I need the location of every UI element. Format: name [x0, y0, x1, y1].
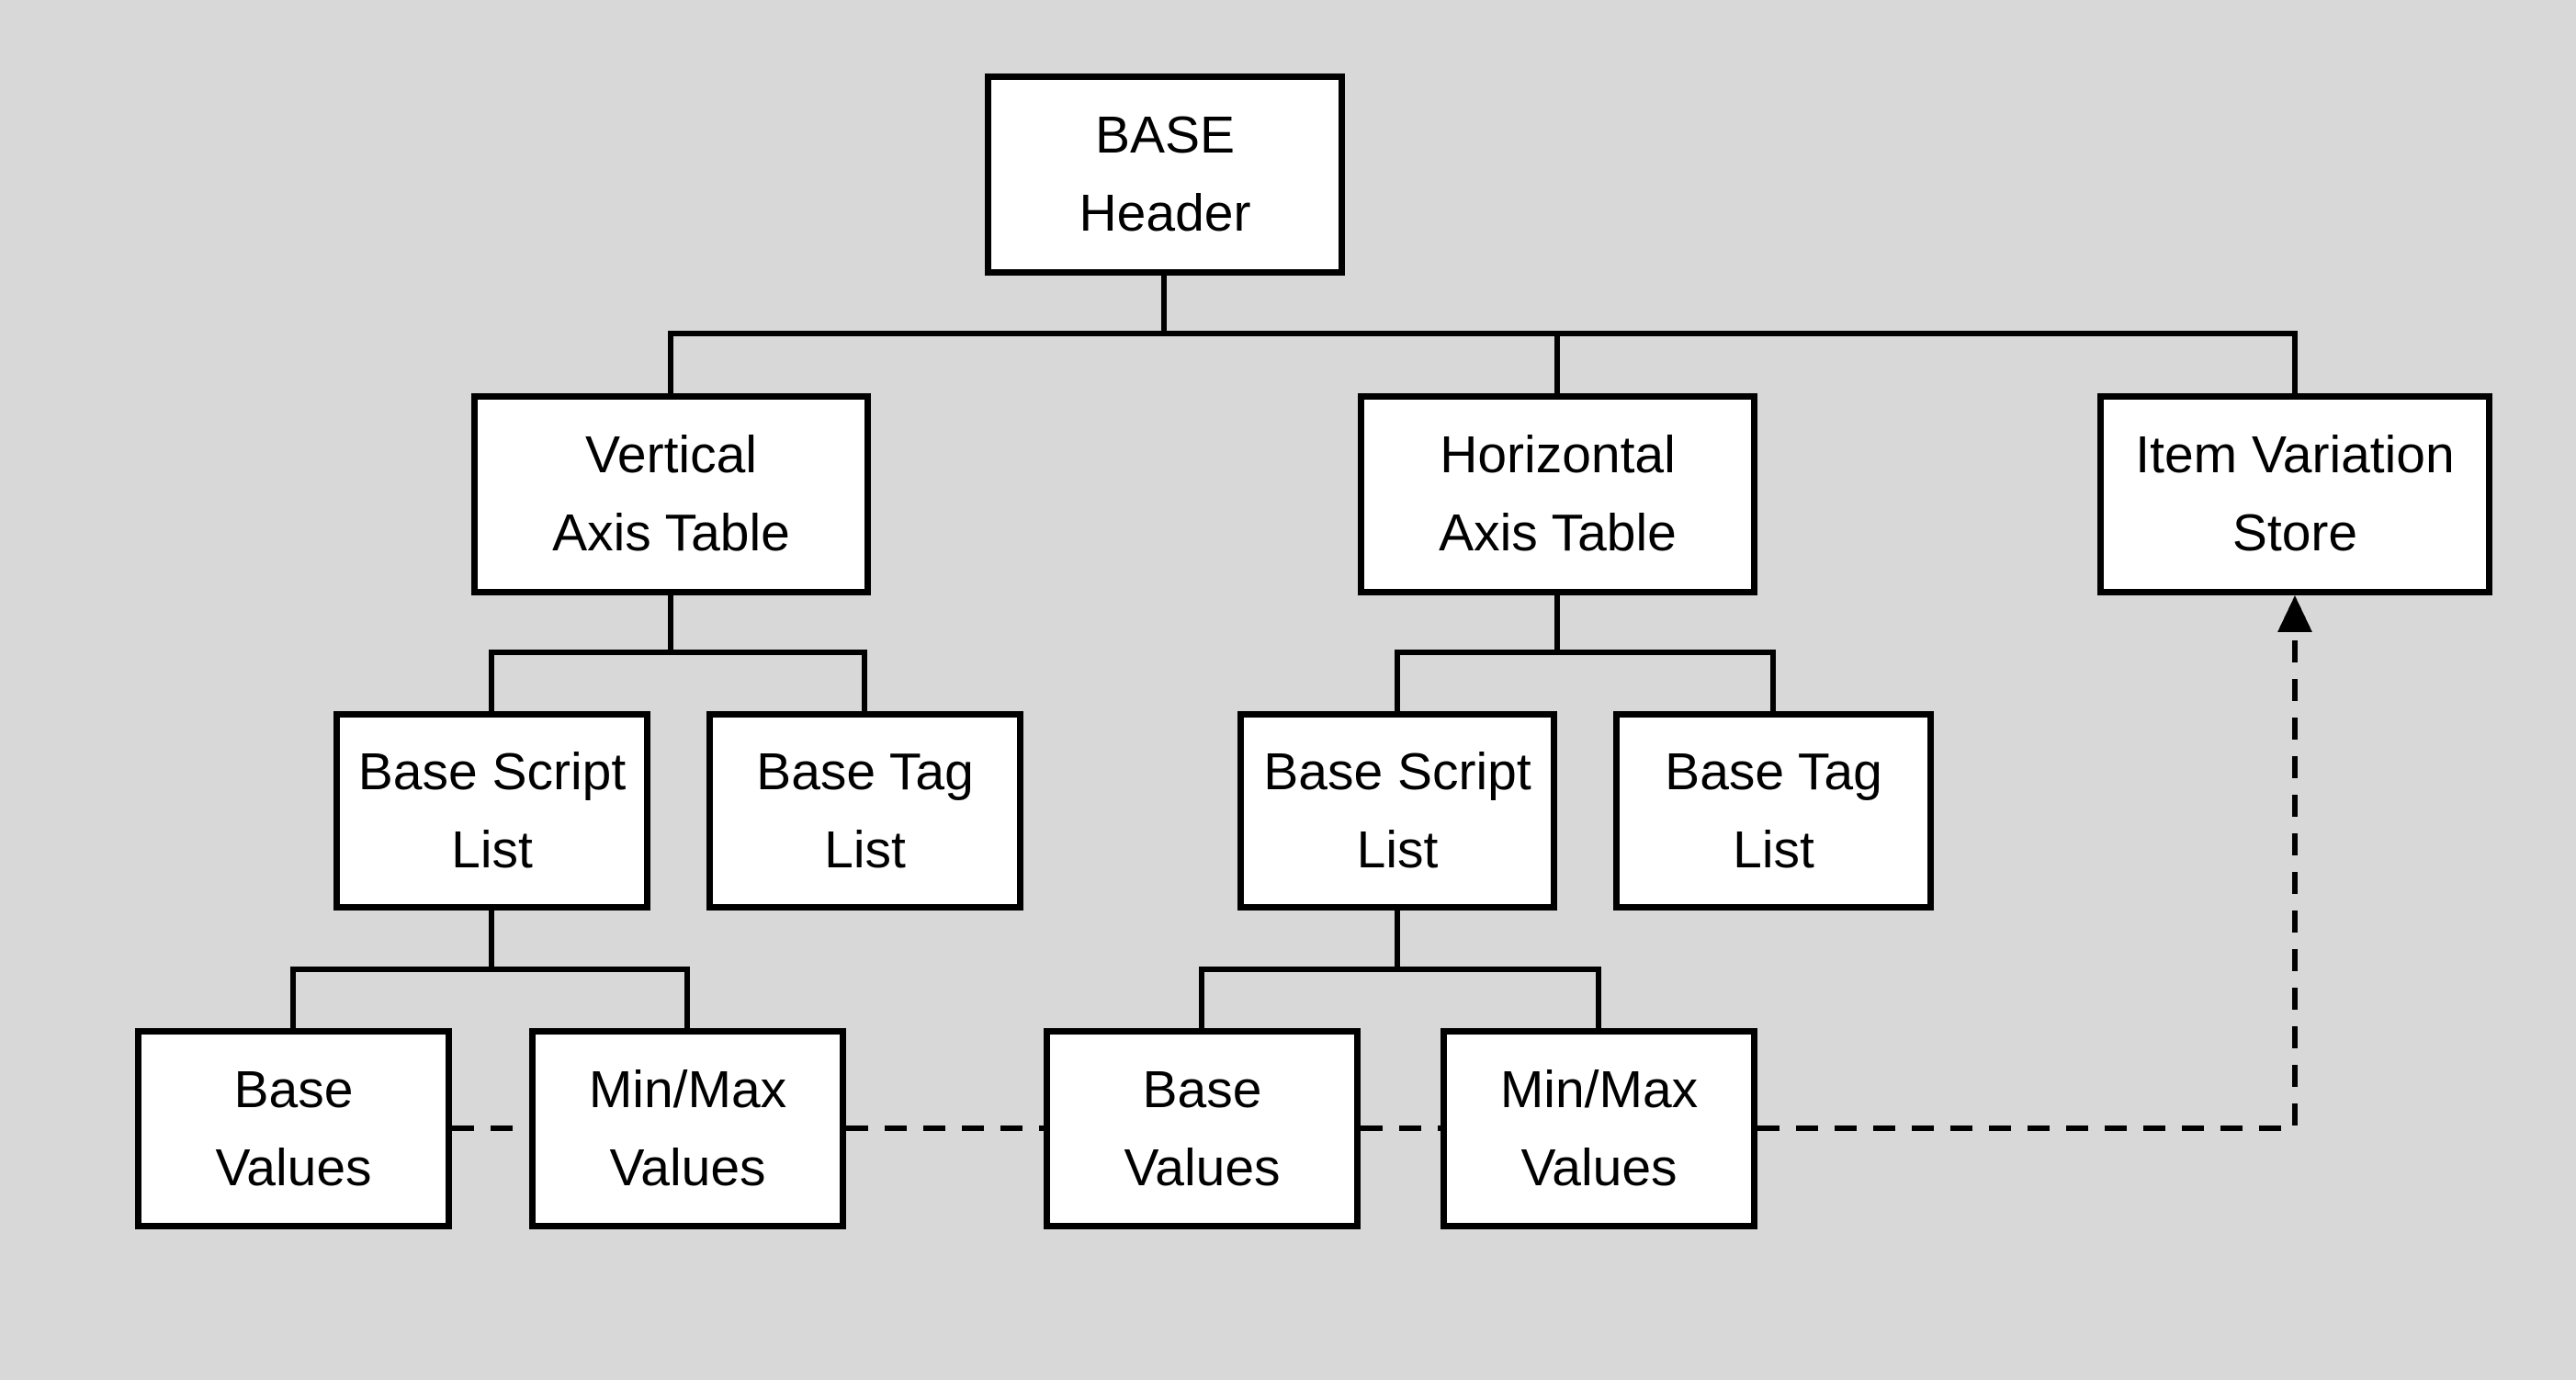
node-label-line1: Base Script: [1263, 741, 1531, 801]
node-horizontal-axis-table: Horizontal Axis Table: [1358, 393, 1757, 595]
node-label-line1: Horizontal: [1440, 425, 1676, 484]
node-label-line1: Min/Max: [1499, 1059, 1699, 1119]
node-label-line2: Header: [1079, 184, 1251, 243]
node-label-line1: Base: [233, 1059, 354, 1119]
dashed-links: [452, 630, 2298, 1131]
node-label-line1: Base Tag: [756, 741, 974, 801]
node-label-line2: Axis Table: [552, 503, 790, 562]
node-label-line2: List: [1733, 820, 1814, 879]
node-base-tag-list-horizontal: Base Tag List: [1613, 711, 1934, 911]
node-label-line2: Axis Table: [1439, 503, 1677, 562]
node-label-line2: List: [824, 820, 906, 879]
node-base-script-list-vertical: Base Script List: [333, 711, 650, 911]
node-label-line1: Base Script: [357, 741, 627, 801]
node-item-variation-store: Item Variation Store: [2097, 393, 2492, 595]
node-label-line1: BASE: [1094, 106, 1236, 164]
node-label-line1: Item Variation: [2135, 425, 2455, 484]
node-base-values-horizontal: Base Values: [1044, 1028, 1361, 1229]
node-label-line2: Values: [1520, 1137, 1678, 1197]
node-base-values-vertical: Base Values: [135, 1028, 452, 1229]
arrow-up-head: [2277, 595, 2312, 632]
node-label-line1: Base: [1142, 1059, 1262, 1119]
node-label-line2: Values: [215, 1137, 372, 1197]
node-label-line2: Values: [1124, 1137, 1281, 1197]
node-base-header: BASE Header: [985, 74, 1345, 276]
node-label-line1: Vertical: [585, 425, 757, 484]
node-vertical-axis-table: Vertical Axis Table: [471, 393, 871, 595]
node-label-line2: List: [451, 820, 533, 879]
node-base-script-list-horizontal: Base Script List: [1237, 711, 1557, 911]
node-label-line2: Store: [2231, 503, 2358, 562]
node-label-line2: Values: [609, 1137, 766, 1197]
node-label-line2: List: [1356, 820, 1439, 879]
node-minmax-values-horizontal: Min/Max Values: [1441, 1028, 1757, 1229]
node-label-line1: Base Tag: [1665, 741, 1882, 801]
solid-connectors: [290, 273, 2298, 1028]
node-label-line1: Min/Max: [588, 1059, 787, 1119]
node-minmax-values-vertical: Min/Max Values: [529, 1028, 846, 1229]
node-base-tag-list-vertical: Base Tag List: [706, 711, 1023, 911]
dashed-link-to-item-variation-store: [1757, 630, 2298, 1131]
